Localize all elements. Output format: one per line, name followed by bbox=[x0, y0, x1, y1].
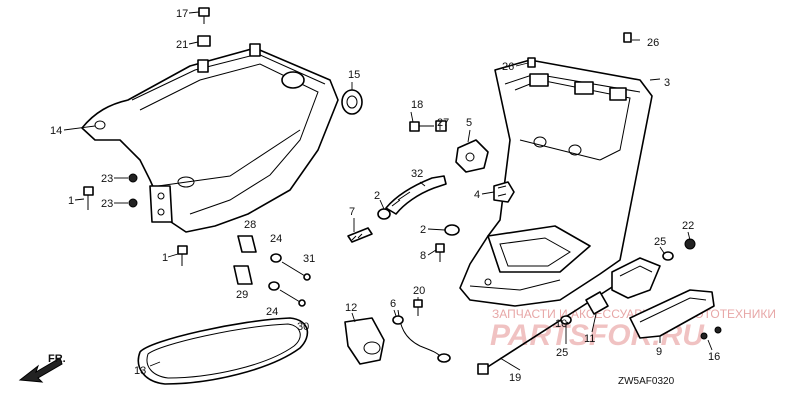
callout-7: 7 bbox=[349, 206, 355, 218]
collar-upper bbox=[237, 235, 311, 281]
callout-17: 17 bbox=[176, 8, 188, 20]
mount-cover bbox=[629, 289, 715, 339]
callout-23: 23 bbox=[101, 198, 113, 210]
diagram-code: ZW5AF0320 bbox=[618, 376, 675, 387]
callout-29: 29 bbox=[236, 289, 248, 301]
callout-10: 10 bbox=[555, 318, 567, 330]
callout-1: 1 bbox=[68, 195, 74, 207]
callout-4: 4 bbox=[474, 189, 480, 201]
callout-24: 24 bbox=[266, 306, 278, 318]
bolt-18 bbox=[409, 120, 447, 132]
callout-22: 22 bbox=[682, 220, 694, 232]
washer-25-upper bbox=[662, 251, 674, 261]
bracket bbox=[344, 317, 385, 365]
screw-26-left bbox=[527, 57, 536, 68]
screw-26-right bbox=[623, 32, 632, 43]
extension-case bbox=[459, 59, 653, 307]
water-hose bbox=[385, 175, 447, 215]
callout-13: 13 bbox=[134, 365, 146, 377]
top-bolt bbox=[197, 7, 211, 47]
callout-27: 27 bbox=[437, 117, 449, 129]
screw-8 bbox=[435, 243, 445, 262]
front-arrow: FR. bbox=[18, 353, 66, 383]
hose-clip-lower bbox=[444, 224, 460, 236]
callout-9: 9 bbox=[656, 346, 662, 358]
callout-11: 11 bbox=[584, 333, 595, 345]
callout-3: 3 bbox=[664, 77, 670, 89]
cover-plate bbox=[455, 139, 489, 173]
nut-lower bbox=[128, 198, 138, 208]
callout-32: 32 bbox=[411, 168, 423, 180]
callout-21: 21 bbox=[176, 39, 188, 51]
bolt-lower bbox=[177, 245, 188, 266]
grommet bbox=[341, 89, 363, 115]
hose-clip-upper bbox=[377, 208, 391, 220]
callout-26: 26 bbox=[647, 37, 659, 49]
bolt-7 bbox=[347, 227, 373, 243]
nut-22 bbox=[684, 238, 696, 250]
grommet-4 bbox=[493, 181, 515, 203]
screw-20 bbox=[413, 299, 423, 316]
callout-19: 19 bbox=[509, 372, 521, 384]
callout-6: 6 bbox=[390, 298, 396, 310]
callout-16: 16 bbox=[708, 351, 720, 363]
collar-lower bbox=[233, 265, 306, 307]
screws-16 bbox=[700, 326, 722, 340]
callout-2: 2 bbox=[420, 224, 426, 236]
nut-upper bbox=[128, 173, 138, 183]
bolt-left bbox=[83, 186, 94, 210]
callout-5: 5 bbox=[466, 117, 472, 129]
callout-25: 25 bbox=[654, 236, 666, 248]
collar-11 bbox=[585, 291, 609, 315]
callout-23: 23 bbox=[101, 173, 113, 185]
ground-wire bbox=[392, 309, 451, 363]
callout-15: 15 bbox=[348, 69, 360, 81]
rubber-mount bbox=[611, 257, 661, 299]
callout-8: 8 bbox=[420, 250, 426, 262]
callout-31: 31 bbox=[303, 253, 315, 265]
callout-18: 18 bbox=[411, 99, 423, 111]
callout-24: 24 bbox=[270, 233, 282, 245]
callout-1: 1 bbox=[162, 252, 168, 264]
callout-25: 25 bbox=[556, 347, 568, 359]
callout-12: 12 bbox=[345, 302, 357, 314]
callout-2: 2 bbox=[374, 190, 380, 202]
callout-28: 28 bbox=[244, 219, 256, 231]
callout-14: 14 bbox=[50, 125, 62, 137]
callout-20: 20 bbox=[413, 285, 425, 297]
front-label: FR. bbox=[48, 353, 66, 365]
under-cover bbox=[81, 43, 339, 233]
callout-26: 26 bbox=[502, 61, 514, 73]
seal-ring bbox=[137, 317, 309, 385]
callout-30: 30 bbox=[297, 321, 309, 333]
leader-lines bbox=[63, 11, 713, 371]
